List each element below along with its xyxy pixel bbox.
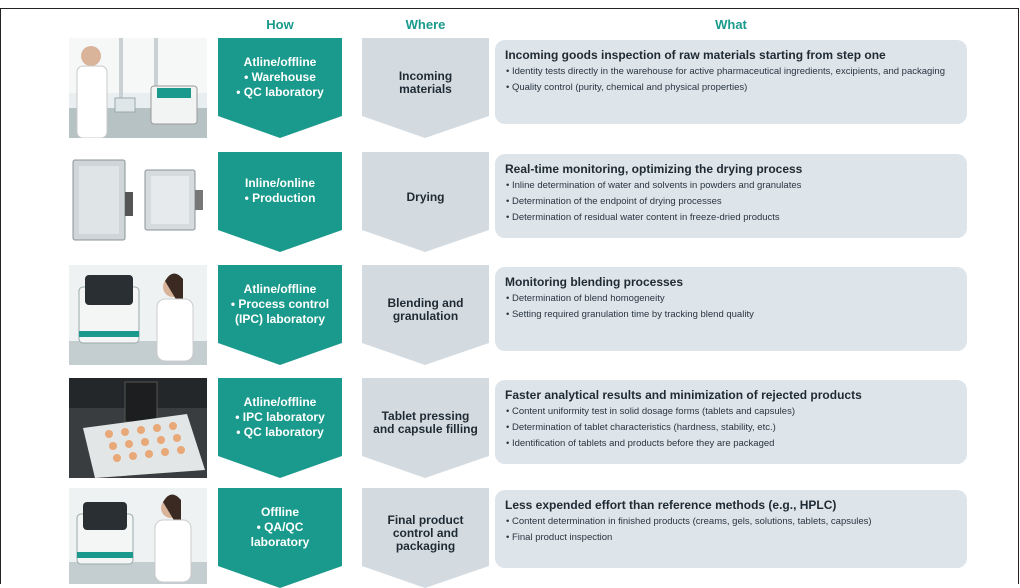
- what-bullet: • Determination of blend homogeneity: [506, 293, 665, 304]
- where-label-line: control and: [392, 525, 459, 540]
- where-arrow-3: Blending and granulation: [362, 265, 489, 365]
- how-label-line: Inline/online: [244, 176, 315, 190]
- where-arrow-5: Final product control and packaging: [362, 488, 489, 588]
- where-label-line: Tablet pressing: [381, 409, 470, 423]
- what-bullet: • Final product inspection: [506, 532, 613, 543]
- how-arrow-5: Offline • QA/QC laboratory: [218, 488, 342, 588]
- what-title: Monitoring blending processes: [505, 275, 684, 289]
- process-row-blending: Atline/offline • Process control (IPC) l…: [0, 265, 1020, 365]
- what-bullet: • Identity tests directly in the warehou…: [506, 66, 945, 77]
- where-label-line: Incoming: [398, 69, 453, 83]
- what-box-4: Faster analytical results and minimizati…: [495, 380, 967, 464]
- how-label-line: • IPC laboratory: [235, 409, 325, 424]
- process-row-drying: Inline/online • Production Drying Real-t…: [0, 152, 1020, 252]
- where-label-line: Blending and: [387, 296, 464, 310]
- what-title: Incoming goods inspection of raw materia…: [505, 48, 886, 62]
- how-arrow-3: Atline/offline • Process control (IPC) l…: [218, 265, 342, 365]
- what-box-5: Less expended effort than reference meth…: [495, 490, 967, 568]
- process-row-final-product: Offline • QA/QC laboratory Final product…: [0, 488, 1020, 588]
- what-bullet: • Content uniformity test in solid dosag…: [506, 406, 795, 417]
- what-bullet: • Identification of tablets and products…: [506, 438, 775, 449]
- where-label-line: packaging: [395, 538, 456, 553]
- what-bullet: • Inline determination of water and solv…: [506, 180, 802, 191]
- how-arrow-1: Atline/offline • Warehouse • QC laborato…: [218, 38, 342, 138]
- where-label-line: Drying: [406, 189, 445, 204]
- how-label-line: (IPC) laboratory: [234, 311, 325, 326]
- figure-frame: [0, 8, 1019, 584]
- where-label-line: and capsule filling: [373, 422, 478, 436]
- how-label-line: laboratory: [250, 534, 310, 549]
- how-label-line: Atline/offline: [243, 54, 317, 69]
- where-arrow-4: Tablet pressing and capsule filling: [362, 378, 489, 478]
- how-label-line: • Production: [244, 191, 316, 205]
- photo-qa-lab: [69, 488, 207, 584]
- how-label-line: • QC laboratory: [236, 424, 324, 439]
- what-title: Real-time monitoring, optimizing the dry…: [505, 162, 803, 176]
- photo-tablet-tray: [69, 378, 207, 478]
- what-bullet: • Quality control (purity, chemical and …: [506, 82, 748, 93]
- how-label-line: • QA/QC: [256, 519, 304, 534]
- where-arrow-2: Drying: [362, 152, 489, 252]
- how-label-line: • Warehouse: [244, 69, 316, 84]
- how-arrow-2: Inline/online • Production: [218, 152, 342, 252]
- how-arrow-4: Atline/offline • IPC laboratory • QC lab…: [218, 378, 342, 478]
- header-what: What: [715, 17, 747, 32]
- how-label-line: Atline/offline: [243, 394, 317, 409]
- photo-lab-analyzer: [69, 265, 207, 365]
- how-label-line: • QC laboratory: [236, 84, 324, 99]
- how-label-line: Offline: [261, 504, 299, 519]
- header-where: Where: [405, 17, 446, 32]
- what-bullet: • Setting required granulation time by t…: [506, 309, 754, 320]
- what-bullet: • Determination of residual water conten…: [506, 212, 780, 223]
- process-row-incoming-materials: Atline/offline • Warehouse • QC laborato…: [0, 38, 1020, 138]
- what-bullet: • Content determination in finished prod…: [506, 516, 872, 527]
- what-box-2: Real-time monitoring, optimizing the dry…: [495, 154, 967, 238]
- what-bullet: • Determination of the endpoint of dryin…: [506, 196, 722, 207]
- what-title: Less expended effort than reference meth…: [505, 498, 837, 512]
- photo-warehouse-analyzer: [69, 38, 207, 138]
- where-label-line: materials: [399, 82, 452, 96]
- what-box-1: Incoming goods inspection of raw materia…: [495, 40, 967, 124]
- what-title: Faster analytical results and minimizati…: [505, 388, 862, 402]
- how-label-line: • Process control: [230, 296, 330, 311]
- what-box-3: Monitoring blending processes • Determin…: [495, 267, 967, 351]
- what-bullet: • Determination of tablet characteristic…: [506, 422, 776, 433]
- process-row-tablet-pressing: Atline/offline • IPC laboratory • QC lab…: [0, 378, 1020, 478]
- header-how: How: [266, 17, 294, 32]
- where-label-line: Final product: [387, 512, 464, 527]
- where-label-line: granulation: [392, 309, 459, 323]
- how-label-line: Atline/offline: [243, 281, 317, 296]
- where-arrow-1: Incoming materials: [362, 38, 489, 138]
- photo-inline-analyzers: [69, 152, 207, 252]
